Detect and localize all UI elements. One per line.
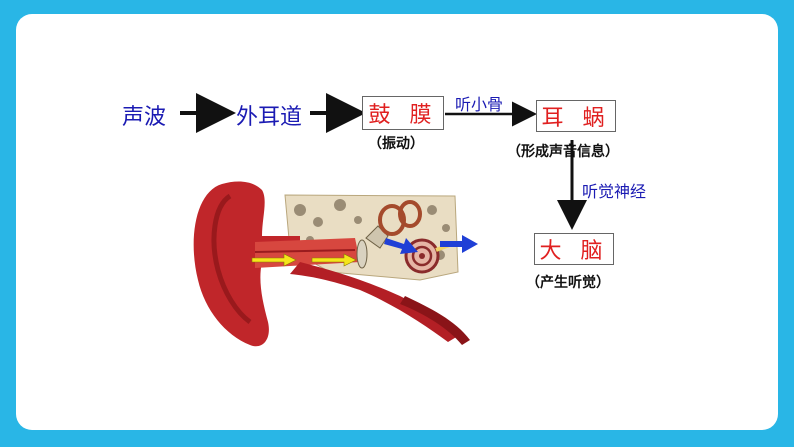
label-auditory-nerve: 听觉神经 [582,182,647,201]
note-brain: （产生听觉） [526,275,610,291]
blue-arrow-2 [440,235,478,253]
sound-path-arrows [251,235,478,267]
note-cochlea: （形成声音信息） [507,144,619,160]
blue-arrow-1 [384,238,418,254]
node-eardrum: 鼓 膜 [362,96,444,130]
note-eardrum: （振动） [368,136,424,152]
node-sound-wave: 声波 [122,105,167,130]
yellow-arrow-1 [251,253,297,267]
label-ossicles: 听小骨 [455,95,504,114]
node-brain: 大 脑 [534,233,614,265]
node-cochlea: 耳 蜗 [536,100,616,132]
ear-illustration [193,181,470,347]
node-ear-canal: 外耳道 [236,105,303,130]
yellow-arrow-2 [311,253,357,267]
